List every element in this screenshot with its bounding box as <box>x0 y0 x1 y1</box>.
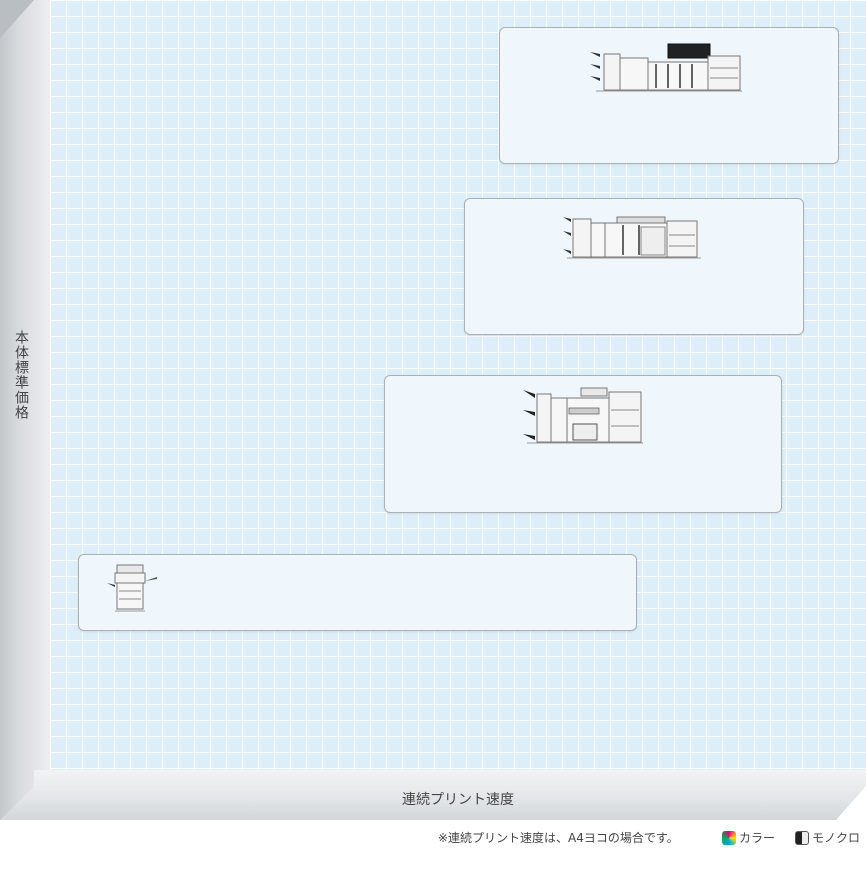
legend-mono-label: モノクロ <box>812 831 861 845</box>
y-axis-label: 本体標準価格 <box>13 330 29 420</box>
printer-large-white-icon <box>563 216 701 259</box>
legend-color-label: カラー <box>739 831 776 845</box>
mono-swatch-icon <box>795 830 809 845</box>
legend-mono: モノクロ <box>795 829 860 846</box>
product-box-1[interactable] <box>499 27 839 164</box>
frame-left-wall <box>0 0 50 820</box>
product-box-3[interactable] <box>384 375 782 513</box>
product-box-2[interactable] <box>464 198 804 335</box>
printer-large-black-top-icon <box>590 43 742 92</box>
legend-color: カラー <box>722 829 775 846</box>
color-swatch-icon <box>722 830 736 845</box>
product-box-4[interactable] <box>78 554 637 631</box>
printer-medium-icon <box>523 387 643 444</box>
footnote: ※連続プリント速度は、A4ヨコの場合です。 <box>438 831 679 845</box>
x-axis-label: 連続プリント速度 <box>402 792 514 808</box>
printer-small-icon <box>107 564 157 612</box>
frame-floor <box>0 770 866 820</box>
